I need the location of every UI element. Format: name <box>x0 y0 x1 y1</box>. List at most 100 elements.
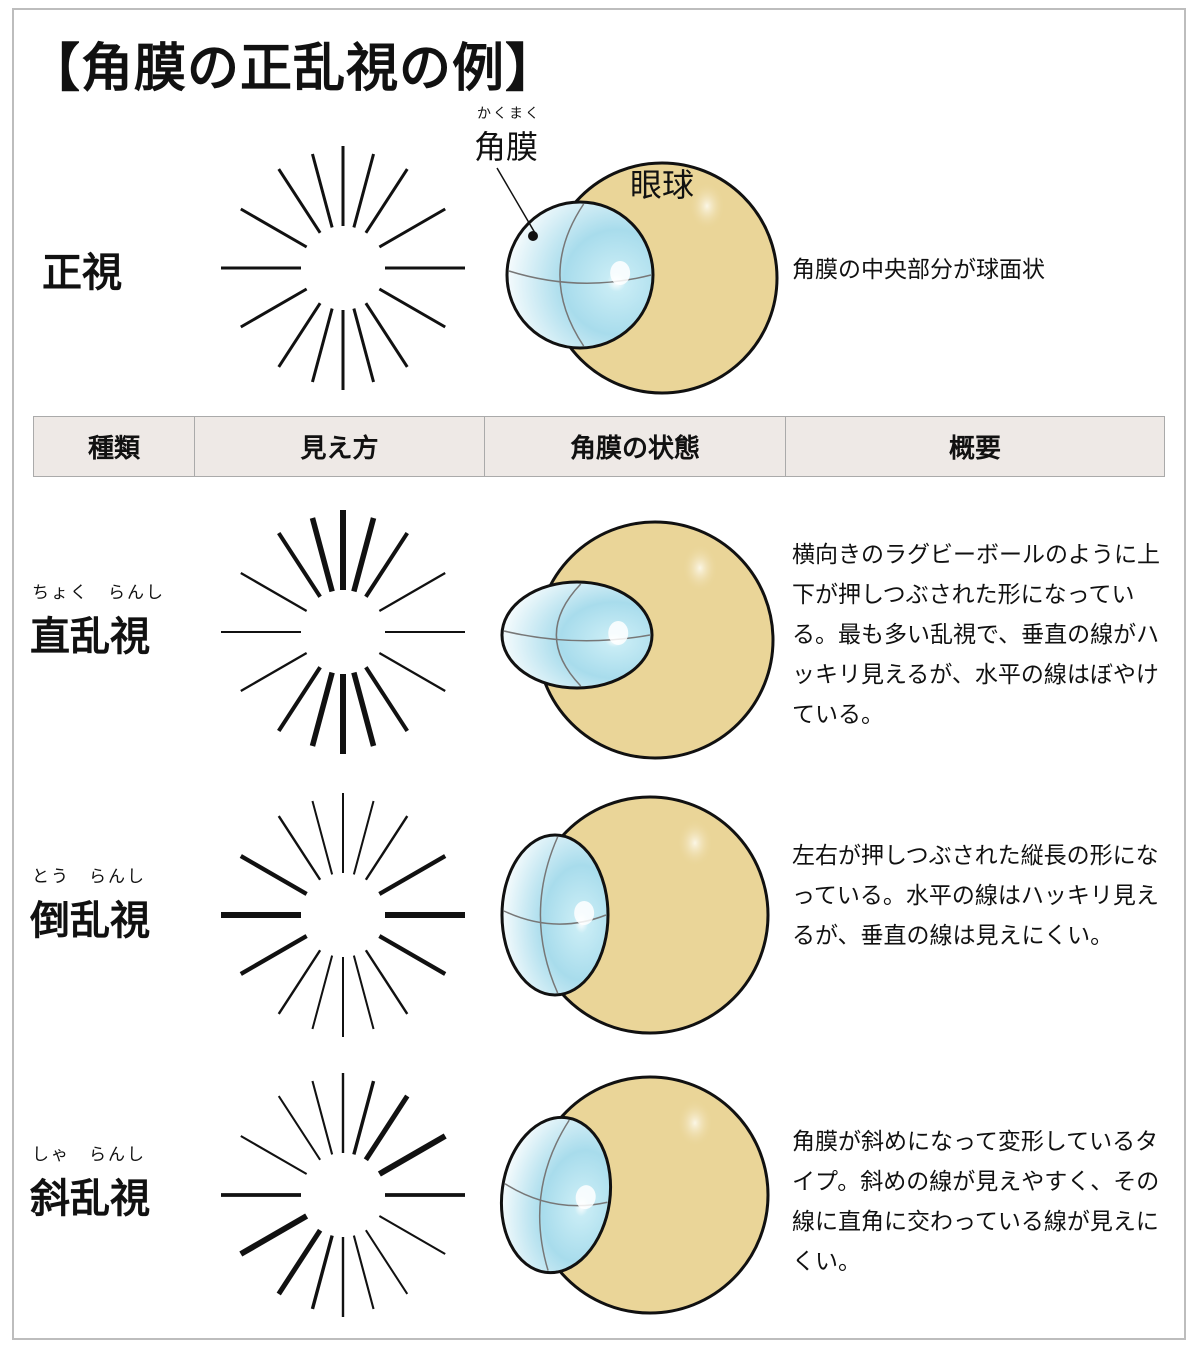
starburst-ray <box>364 666 409 733</box>
cornea-pointer-dot <box>528 231 538 241</box>
row-ruby: しゃ らんし <box>32 1145 146 1165</box>
eye-illustration <box>500 795 770 1035</box>
starburst-ray <box>352 1235 375 1310</box>
starburst-ray <box>378 652 446 692</box>
row-description: 横向きのラグビーボールのように上下が押しつぶされた形になっている。最も多い乱視で… <box>792 542 1160 728</box>
row-ruby: ちょく らんし <box>32 583 165 603</box>
starburst-ray <box>364 302 409 368</box>
starburst-ray <box>239 1213 309 1257</box>
starburst-figure <box>221 1073 465 1317</box>
starburst-ray <box>311 955 334 1030</box>
starburst-ray <box>240 1135 308 1175</box>
starburst-ray <box>352 308 375 383</box>
cornea-meridian-line <box>559 203 585 347</box>
table-header: 種類 見え方 角膜の状態 概要 <box>33 416 1165 477</box>
starburst-ray <box>378 1215 446 1255</box>
starburst-ray <box>309 517 335 593</box>
starburst-ray <box>277 1095 321 1161</box>
cornea-meridian-line <box>539 836 559 994</box>
starburst-figure <box>221 510 465 754</box>
eye-illustration <box>499 1075 770 1315</box>
cornea-latitude-line <box>504 1183 608 1207</box>
eyeball-highlight <box>677 819 713 867</box>
starburst-ray <box>277 302 322 368</box>
starburst-ray <box>378 287 446 329</box>
starburst-ray <box>378 854 447 896</box>
cornea <box>500 580 654 690</box>
starburst-ray <box>365 1229 409 1295</box>
row-label: 斜乱視 <box>30 1176 150 1222</box>
cornea-highlight <box>575 1185 596 1210</box>
header-type: 種類 <box>34 417 195 476</box>
starburst-ray <box>277 949 322 1015</box>
starburst-ray <box>239 854 308 896</box>
row-ruby: とう らんし <box>32 867 146 887</box>
starburst-ray <box>277 531 322 598</box>
cornea-highlight <box>574 901 595 925</box>
cornea <box>500 833 610 997</box>
cornea-highlight <box>608 621 629 645</box>
starburst-ray <box>277 666 322 733</box>
row-label: 倒乱視 <box>30 898 150 944</box>
cornea-meridian-line <box>539 1119 570 1271</box>
starburst-ray <box>378 207 446 249</box>
eyeball-label: 眼球 <box>630 166 695 204</box>
starburst-ray <box>364 949 409 1015</box>
cornea-highlight <box>610 261 631 285</box>
cornea-latitude-line <box>503 910 607 925</box>
eyeball-highlight <box>677 1099 713 1147</box>
starburst-ray <box>311 1080 334 1155</box>
starburst-ray <box>364 815 409 881</box>
starburst-ray <box>310 1235 334 1310</box>
header-appearance: 見え方 <box>195 417 485 476</box>
starburst-figure <box>221 146 465 390</box>
starburst-ray <box>378 934 447 976</box>
starburst-ray <box>277 815 322 881</box>
frame <box>12 8 1186 1340</box>
starburst-ray <box>311 308 334 383</box>
eyeball-highlight <box>689 182 725 230</box>
starburst-ray <box>277 168 322 234</box>
cornea <box>499 1115 613 1275</box>
row-description: 角膜が斜めになって変形しているタイプ。斜めの線が見えやすく、その線に直角に交わっ… <box>792 1129 1160 1275</box>
starburst-ray <box>351 517 377 593</box>
starburst-ray <box>240 652 308 692</box>
starburst-ray <box>364 168 409 234</box>
starburst-ray <box>240 287 308 329</box>
starburst-ray <box>352 800 375 875</box>
cornea-shape <box>500 580 654 690</box>
starburst-ray <box>352 1080 376 1155</box>
cornea-ruby: かくまく <box>477 106 541 122</box>
normal-description: 角膜の中央部分が球面状 <box>792 257 1045 283</box>
cornea-shape <box>500 833 610 997</box>
starburst-ray <box>364 531 409 598</box>
page-title: 【角膜の正乱視の例】 <box>28 39 559 99</box>
starburst-ray <box>240 572 308 612</box>
starburst-ray <box>351 671 377 747</box>
cornea-latitude-line <box>503 630 651 642</box>
cornea-meridian-line <box>555 583 582 687</box>
starburst-ray <box>352 153 375 228</box>
starburst-ray <box>276 1228 323 1296</box>
header-cornea-state: 角膜の状態 <box>485 417 786 476</box>
normal-vision-label: 正視 <box>42 250 122 296</box>
starburst-ray <box>363 1094 410 1162</box>
starburst-ray <box>311 800 334 875</box>
cornea-shape <box>505 200 655 350</box>
starburst-ray <box>309 671 335 747</box>
row-label: 直乱視 <box>30 614 150 660</box>
eyeball-highlight <box>682 544 718 592</box>
eye-illustration <box>500 520 775 760</box>
eye-illustration <box>505 161 779 395</box>
cornea <box>505 200 655 350</box>
cornea-latitude-line <box>508 270 652 284</box>
starburst-ray <box>378 572 446 612</box>
starburst-ray <box>239 934 308 976</box>
starburst-ray <box>240 207 308 249</box>
header-summary: 概要 <box>948 434 1001 464</box>
cornea-pointer-line <box>496 167 536 234</box>
starburst-ray <box>352 955 375 1030</box>
cornea-shape <box>499 1115 613 1275</box>
starburst-figure <box>221 793 465 1037</box>
